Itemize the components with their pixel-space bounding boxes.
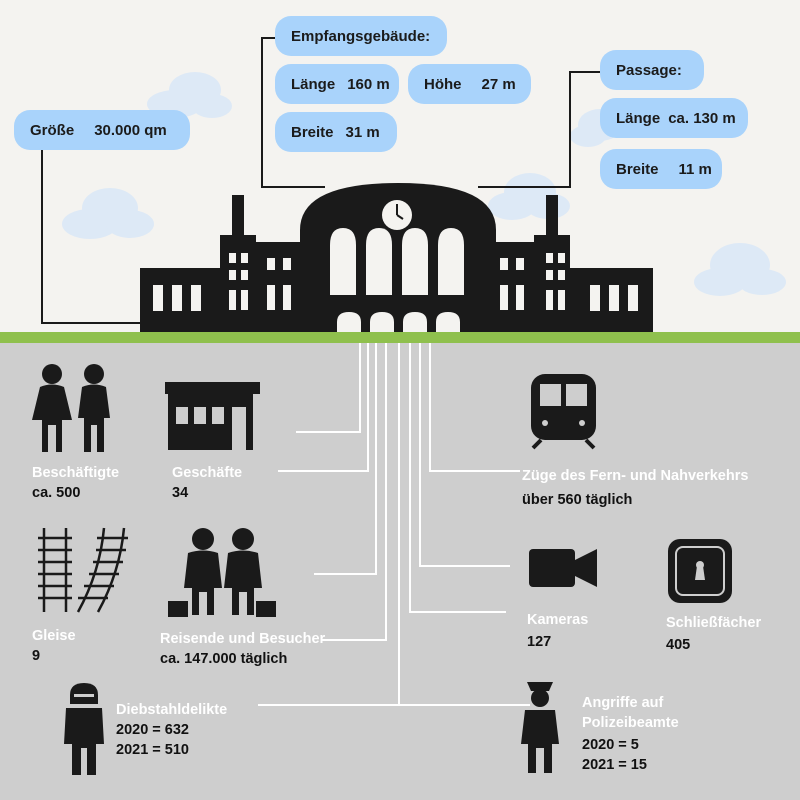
thief-icon: [64, 683, 104, 775]
employees-value: ca. 500: [32, 485, 81, 501]
police-attacks-2020: 2020 = 5: [582, 737, 639, 753]
reception-length-pill: Länge 160 m: [275, 64, 399, 104]
passage-title-pill: Passage:: [600, 50, 704, 90]
reception-building-title: Empfangsgebäude:: [291, 27, 431, 45]
police-officer-icon: [521, 682, 559, 773]
tracks-value: 9: [32, 648, 41, 664]
police-attacks-label-1: Angriffe auf: [582, 695, 664, 711]
lockers-label: Schließfächer: [666, 615, 762, 631]
travelers-value: ca. 147.000 täglich: [160, 651, 288, 667]
passage-length-pill: Länge ca. 130 m: [600, 98, 748, 138]
cloud-icon: [62, 188, 154, 239]
travelers-label: Reisende und Besucher: [160, 631, 326, 647]
locker-icon: [668, 539, 732, 603]
theft-2021: 2021 = 510: [116, 742, 189, 758]
cloud-icon: [488, 173, 570, 220]
lockers-stat: Schließfächer 405: [666, 613, 761, 655]
passage-length-label: Länge: [616, 109, 661, 127]
trains-stat: Züge des Fern- und Nahverkehrs über 560 …: [522, 466, 748, 510]
passage-width-pill: Breite 11 m: [600, 149, 722, 189]
tracks-stat: Gleise 9: [32, 626, 76, 666]
reception-width-label: Breite: [291, 123, 334, 141]
employees-stat: Beschäftigte ca. 500: [32, 463, 119, 503]
reception-height-label: Höhe: [424, 75, 462, 93]
lockers-value: 405: [666, 637, 691, 653]
theft-label: Diebstahldelikte: [116, 702, 228, 718]
police-attacks-2021: 2021 = 15: [582, 757, 647, 773]
shop-windows: [176, 407, 246, 450]
tracks-icon: [38, 527, 128, 613]
callout-lines: [41, 37, 605, 324]
theft-stat: Diebstahldelikte 2020 = 632 2021 = 510: [116, 700, 227, 760]
cameras-value: 127: [527, 634, 552, 650]
size-pill: Größe 30.000 qm: [14, 110, 190, 150]
shops-value: 34: [172, 485, 189, 501]
connector-lines: [258, 343, 530, 706]
building-windows: [153, 228, 638, 332]
employees-label: Beschäftigte: [32, 465, 120, 481]
cloud-icon: [694, 243, 786, 296]
size-label: Größe: [30, 121, 75, 139]
passage-title: Passage:: [616, 61, 682, 79]
passage-length-value: ca. 130 m: [668, 109, 736, 127]
passage-width-value: 11 m: [678, 160, 712, 178]
train-icon: [531, 374, 596, 450]
tracks-label: Gleise: [32, 628, 76, 644]
travelers-icon: [168, 528, 276, 617]
cameras-stat: Kameras 127: [527, 610, 588, 652]
grass-strip: [0, 332, 800, 343]
clock-icon: [382, 200, 412, 230]
reception-building-title-pill: Empfangsgebäude:: [275, 16, 447, 56]
reception-width-value: 31 m: [345, 123, 380, 141]
travelers-stat: Reisende und Besucher ca. 147.000 täglic…: [160, 629, 325, 669]
reception-height-value: 27 m: [481, 75, 516, 93]
shops-label: Geschäfte: [172, 465, 243, 481]
reception-width-pill: Breite 31 m: [275, 112, 397, 152]
police-attacks-stat: Angriffe auf Polizeibeamte 2020 = 5 2021…: [582, 693, 679, 775]
size-value: 30.000 qm: [94, 121, 167, 139]
reception-height-pill: Höhe 27 m: [408, 64, 531, 104]
employees-icon: [32, 364, 110, 452]
trains-value: über 560 täglich: [522, 492, 633, 508]
camera-icon: [529, 549, 597, 587]
shops-stat: Geschäfte 34: [172, 463, 242, 503]
reception-length-value: 160 m: [347, 75, 390, 93]
reception-length-label: Länge: [291, 75, 336, 93]
theft-2020: 2020 = 632: [116, 722, 189, 738]
trains-label: Züge des Fern- und Nahverkehrs: [522, 468, 749, 484]
cameras-label: Kameras: [527, 612, 589, 628]
passage-width-label: Breite: [616, 160, 659, 178]
police-attacks-label-2: Polizeibeamte: [582, 715, 679, 731]
